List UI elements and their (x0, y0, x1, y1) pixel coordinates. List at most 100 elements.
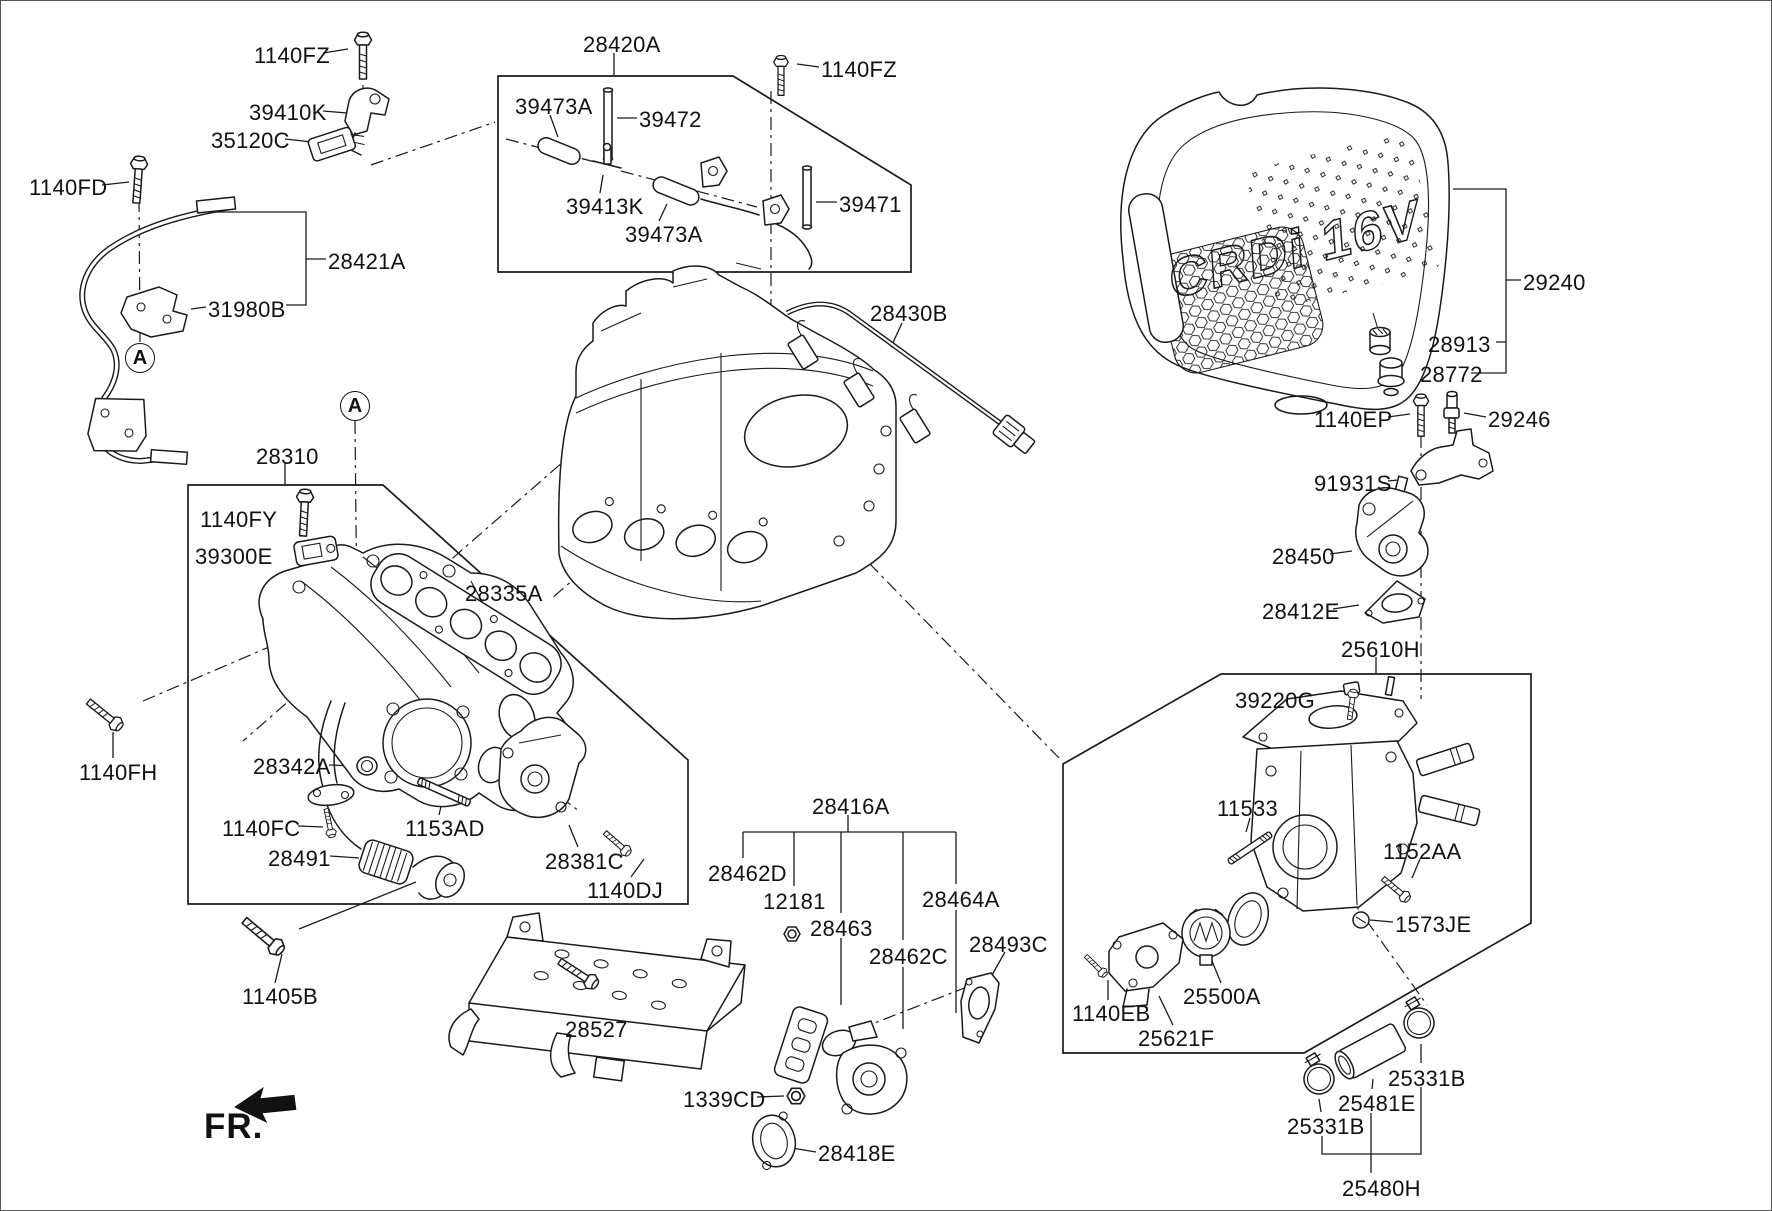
part-label-1140FC: 1140FC (222, 816, 301, 841)
manifold-gasket-drawing (370, 553, 562, 695)
part-label-28450: 28450 (1272, 544, 1335, 569)
thermostat-housing-drawing (1226, 675, 1481, 946)
engine-cover-drawing: CRDi 16V (1120, 87, 1450, 415)
part-label-1140EP: 1140EP (1314, 407, 1393, 432)
part-label-25331B: 25331B (1388, 1066, 1466, 1091)
part-label-39413K: 39413K (566, 194, 644, 219)
egr-pipe-hose-drawing (356, 756, 466, 900)
part-label-39472: 39472 (639, 107, 702, 132)
part-label-1140EB: 1140EB (1072, 1001, 1151, 1026)
part-label-1152AA: 1152AA (1383, 839, 1462, 864)
leader-lines (101, 48, 1521, 1173)
part-label-29240: 29240 (1523, 270, 1586, 295)
throttle-valve-drawing (477, 716, 587, 819)
bolt-1140FD (127, 154, 149, 205)
part-label-91931S: 91931S (1314, 471, 1392, 496)
part-label-1140FZ: 1140FZ (821, 57, 897, 82)
vacuum-pipe-drawing (79, 196, 237, 465)
part-label-1153AD: 1153AD (405, 816, 485, 841)
egr-gasket-drawing (1364, 580, 1426, 624)
part-label-1573JE: 1573JE (1395, 912, 1472, 937)
bolt-11405B (237, 912, 289, 960)
bolt-1140EP (1412, 393, 1430, 437)
part-label-28418E: 28418E (818, 1141, 896, 1166)
egr-cooler-drawing (448, 912, 908, 1115)
part-label-28772: 28772 (1420, 362, 1483, 387)
bolt-1140FH (82, 694, 127, 735)
nut-12181 (783, 926, 801, 942)
part-label-25621F: 25621F (1138, 1026, 1215, 1051)
hose-clamp-drawing (1295, 1048, 1339, 1099)
part-label-28462C: 28462C (869, 944, 948, 969)
egr-control-valve-drawing (1355, 475, 1429, 577)
part-label-28335A: 28335A (465, 581, 543, 606)
box-28420A (497, 75, 912, 273)
bolt-1140EB (1081, 951, 1110, 980)
part-label-28420A: 28420A (583, 32, 661, 57)
part-label-1140FD: 1140FD (29, 175, 108, 200)
part-label-39473A: 39473A (625, 222, 703, 247)
part-label-28310: 28310 (256, 444, 319, 469)
part-label-28430B: 28430B (870, 301, 948, 326)
bolt-1140FY (293, 488, 315, 538)
part-label-28381C: 28381C (545, 849, 624, 874)
part-label-1140FH: 1140FH (79, 760, 158, 785)
part-label-12181: 12181 (763, 889, 826, 914)
part-label-39410K: 39410K (249, 100, 327, 125)
part-label-25500A: 25500A (1183, 984, 1261, 1009)
cover-dot-pattern (1246, 132, 1440, 308)
part-label-28412E: 28412E (1262, 599, 1340, 624)
nut-1339CD (786, 1087, 806, 1105)
fr-label: FR. (204, 1107, 264, 1146)
injector-return-pipes-drawing (537, 87, 813, 270)
part-label-28913: 28913 (1428, 332, 1491, 357)
box-25610H (1062, 673, 1532, 1054)
detail-marker-A-1: A (125, 343, 155, 373)
support-bracket-drawing (1410, 428, 1494, 486)
part-label-39471: 39471 (839, 192, 902, 217)
part-label-1140FY: 1140FY (200, 507, 278, 532)
part-label-28462D: 28462D (708, 861, 787, 886)
part-label-28416A: 28416A (812, 794, 890, 819)
part-label-25331B: 25331B (1287, 1114, 1365, 1139)
part-label-28464A: 28464A (922, 887, 1000, 912)
sensor-drawing (307, 126, 365, 162)
front-direction-arrow-icon (234, 1087, 297, 1123)
part-label-28527: 28527 (565, 1017, 628, 1042)
part-label-25610H: 25610H (1341, 637, 1420, 662)
thermostat-drawing (1181, 908, 1231, 966)
outlet-gasket-drawing (960, 972, 1000, 1044)
cover-mount-parts-drawing (1369, 326, 1460, 434)
part-label-25481E: 25481E (1338, 1091, 1416, 1116)
parts-drawings: CRDi 16V (79, 31, 1494, 1171)
part-label-11405B: 11405B (242, 984, 319, 1009)
part-label-28421A: 28421A (328, 249, 406, 274)
part-label-29246: 29246 (1488, 407, 1551, 432)
pipe-bracket-drawing (120, 286, 188, 338)
part-label-39473A: 39473A (515, 94, 593, 119)
part-label-35120C: 35120C (211, 128, 290, 153)
valve-gasket-drawing (751, 1111, 797, 1171)
part-label-39300E: 39300E (195, 544, 273, 569)
water-pipe-drawing (1334, 1023, 1407, 1080)
part-label-25480H: 25480H (1342, 1176, 1421, 1201)
part-label-31980B: 31980B (208, 297, 286, 322)
bolt-1140FC (320, 807, 338, 839)
glow-harness-drawing (785, 301, 1036, 454)
bolt-1140FZ-right (773, 54, 789, 96)
water-inlet-drawing (1108, 922, 1184, 1008)
part-label-11533: 11533 (1217, 796, 1279, 821)
part-label-28493C: 28493C (969, 932, 1048, 957)
cooler-gasket-drawing (773, 1006, 829, 1084)
bolt-1152AA (1378, 873, 1414, 906)
part-label-1140DJ: 1140DJ (587, 878, 663, 903)
part-label-28463: 28463 (810, 916, 873, 941)
hose-clamp-drawing (1395, 992, 1439, 1043)
part-label-28491: 28491 (268, 846, 331, 871)
part-label-1339CD: 1339CD (683, 1087, 766, 1112)
egr-valve-assy-drawing (821, 1020, 908, 1115)
cylinder-head-drawing (557, 262, 897, 620)
part-label-1140FZ: 1140FZ (254, 43, 330, 68)
